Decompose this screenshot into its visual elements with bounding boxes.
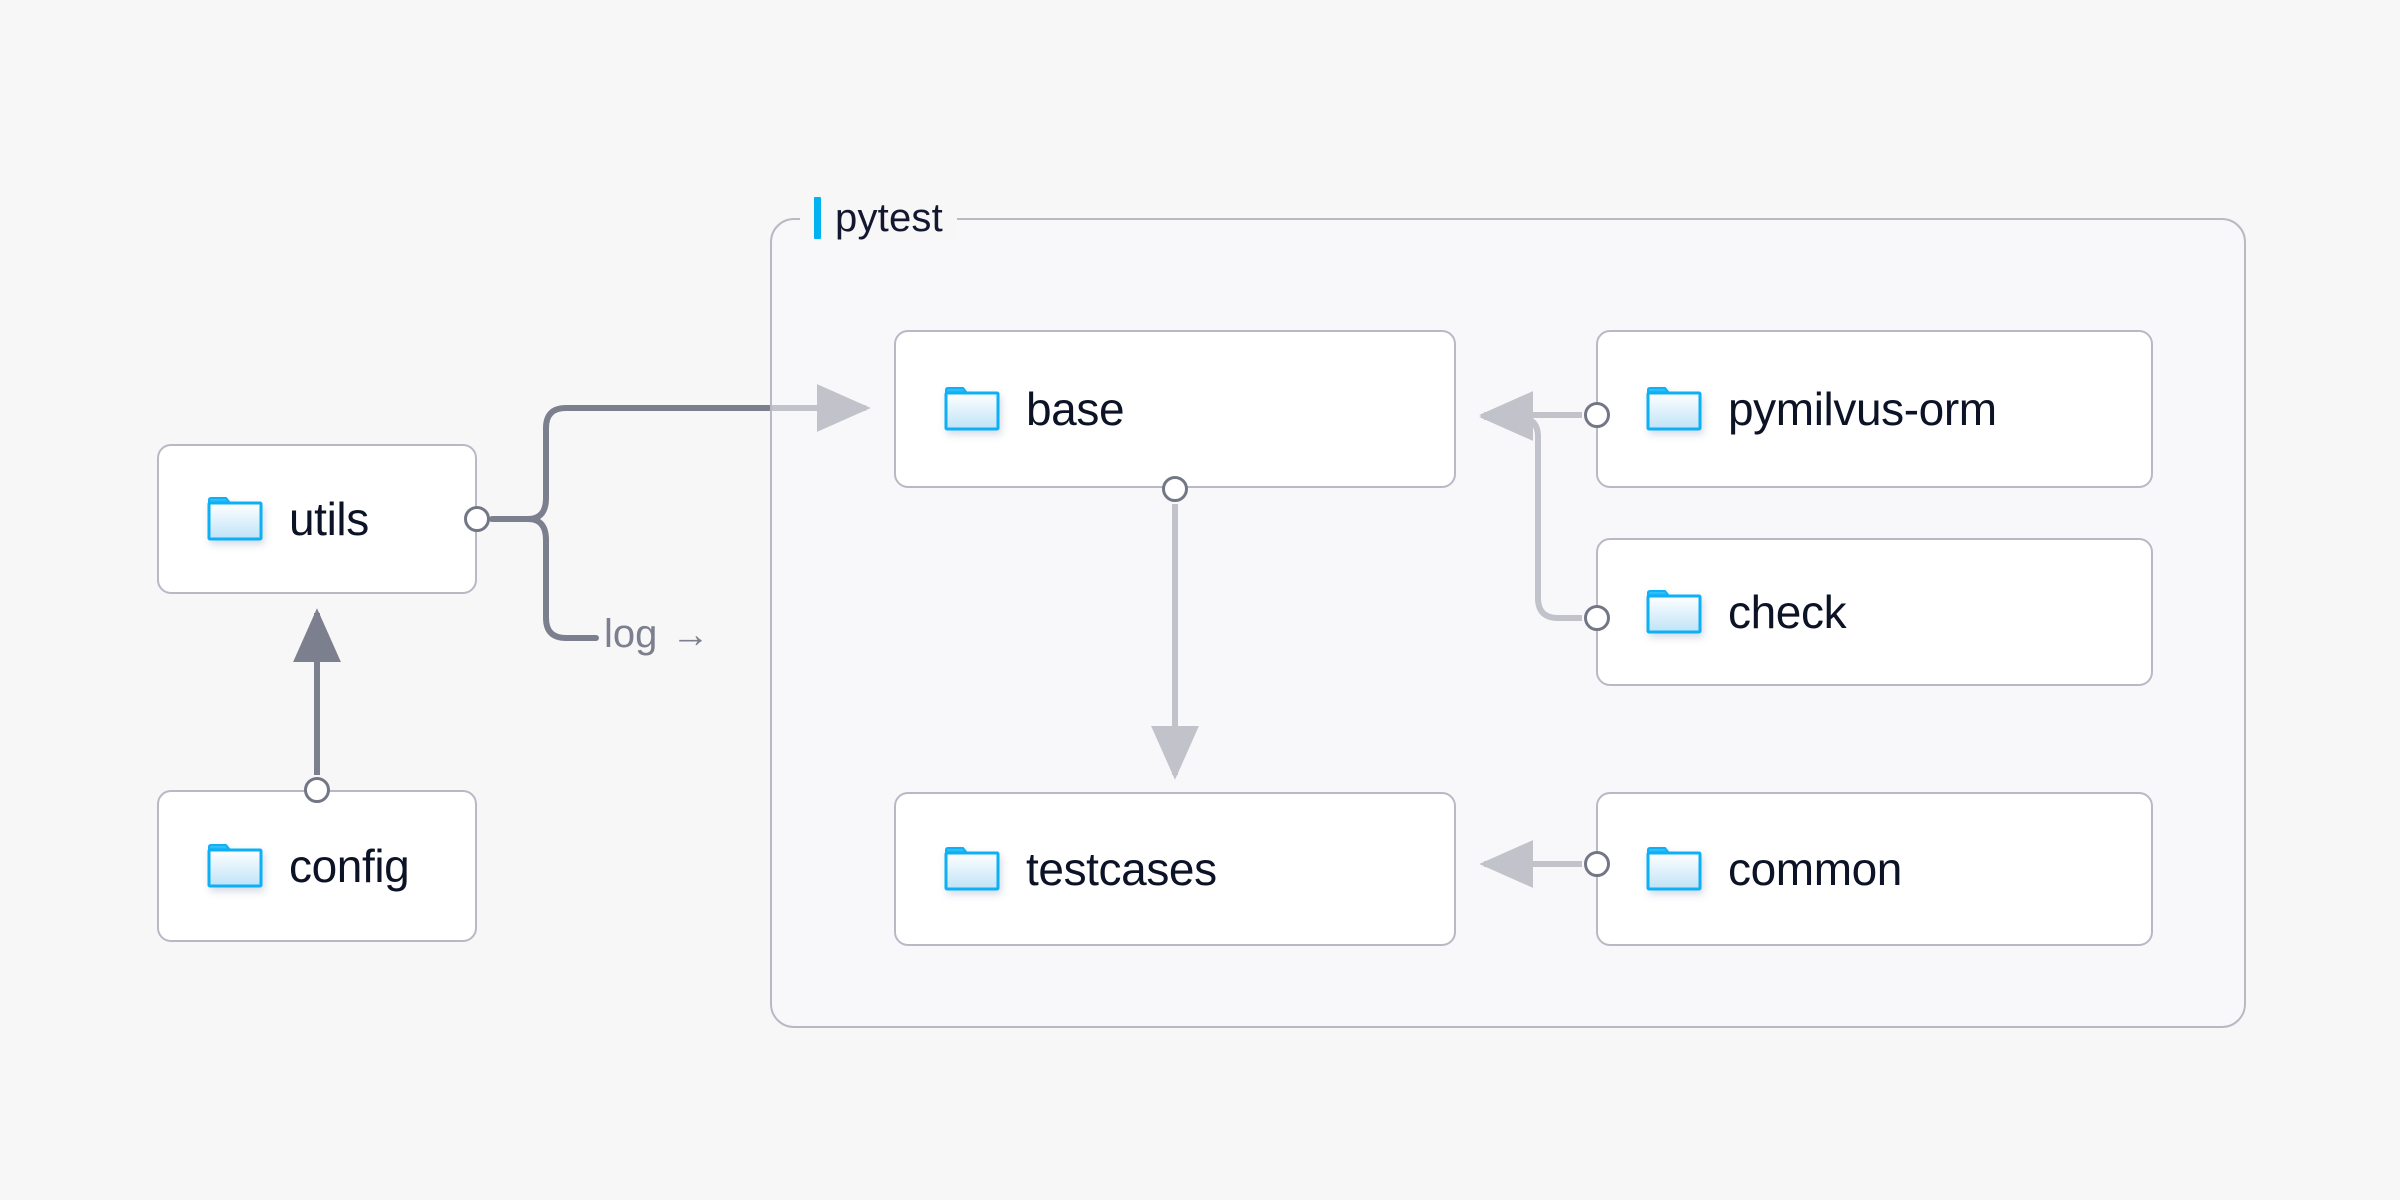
edge-label-log: log →: [604, 612, 709, 657]
edge-utils-log: [525, 516, 599, 641]
node-pymilvus-orm-label: pymilvus-orm: [1728, 383, 1997, 435]
handle-common-left[interactable]: [1584, 851, 1610, 877]
handle-config-top[interactable]: [304, 777, 330, 803]
handle-utils-right[interactable]: [464, 506, 490, 532]
folder-icon: [1646, 588, 1702, 636]
folder-icon: [1646, 385, 1702, 433]
group-accent-bar: [814, 197, 821, 239]
arrow-right-icon: →: [671, 613, 710, 656]
node-testcases[interactable]: testcases: [894, 792, 1456, 946]
handle-check-left[interactable]: [1584, 605, 1610, 631]
node-base-label: base: [1026, 383, 1125, 435]
group-pytest-label: pytest: [800, 196, 957, 240]
node-common-label: common: [1728, 843, 1902, 895]
node-config[interactable]: config: [157, 790, 477, 942]
node-base[interactable]: base: [894, 330, 1456, 488]
node-utils[interactable]: utils: [157, 444, 477, 594]
group-pytest-title: pytest: [835, 195, 943, 240]
folder-icon: [207, 495, 263, 543]
folder-icon: [1646, 845, 1702, 893]
handle-base-bottom[interactable]: [1162, 476, 1188, 502]
node-config-label: config: [289, 840, 410, 892]
folder-icon: [207, 842, 263, 890]
node-check[interactable]: check: [1596, 538, 2153, 686]
node-check-label: check: [1728, 586, 1847, 638]
node-pymilvus-orm[interactable]: pymilvus-orm: [1596, 330, 2153, 488]
folder-icon: [944, 385, 1000, 433]
node-testcases-label: testcases: [1026, 843, 1217, 895]
node-common[interactable]: common: [1596, 792, 2153, 946]
folder-icon: [944, 845, 1000, 893]
edge-label-log-text: log: [604, 612, 658, 656]
handle-pymilvus-orm-left[interactable]: [1584, 402, 1610, 428]
node-utils-label: utils: [289, 493, 369, 545]
